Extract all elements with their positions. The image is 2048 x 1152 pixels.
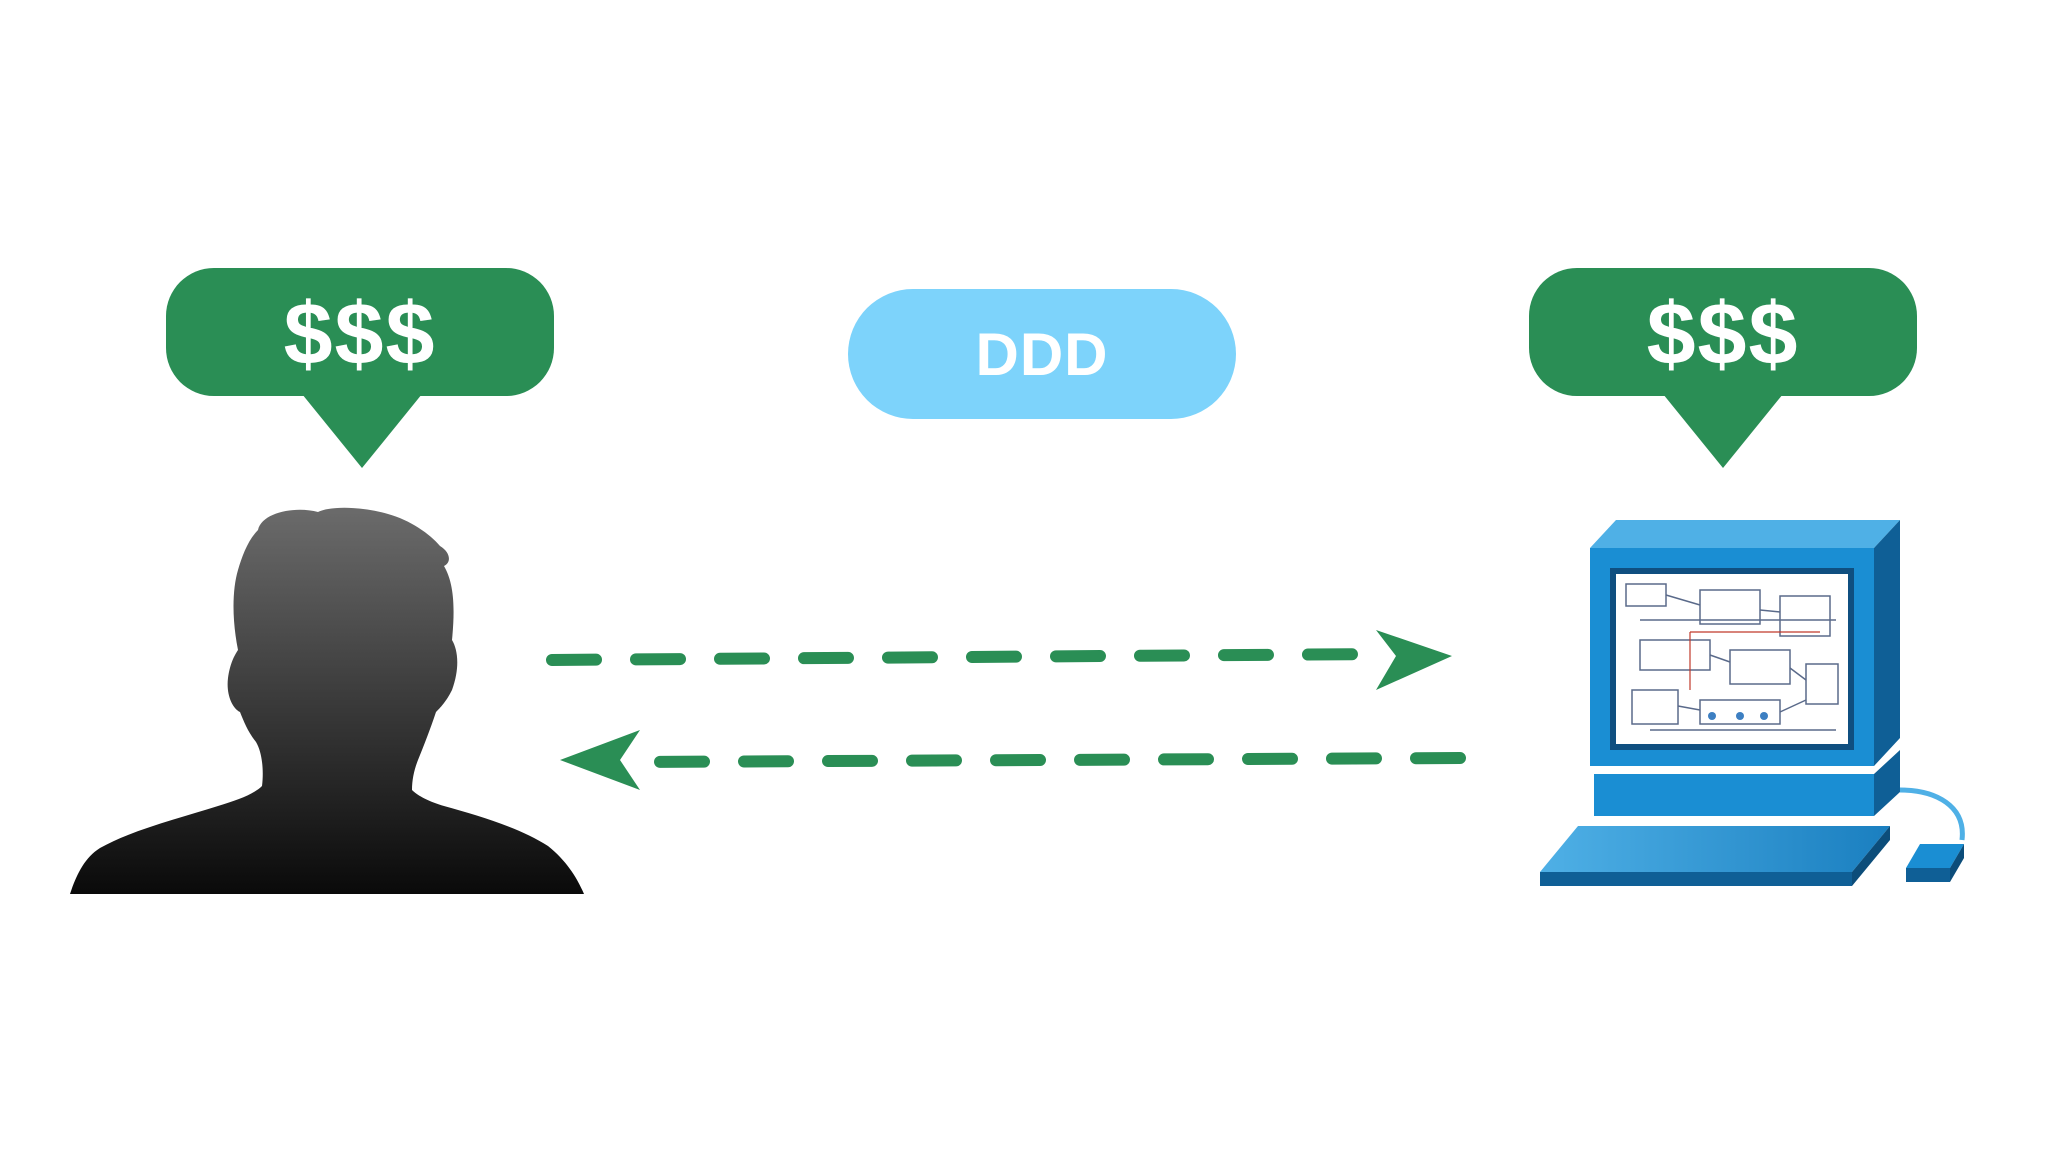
left-bubble-tail (302, 394, 422, 468)
right-money-bubble: $$$ (1529, 268, 1917, 396)
left-money-label: $$$ (283, 284, 437, 383)
right-money-label: $$$ (1646, 284, 1800, 383)
arrow-head-right-icon (1376, 630, 1452, 690)
arrow-to-computer (546, 630, 1452, 690)
right-bubble-tail (1663, 394, 1783, 468)
computer-workstation-icon (1540, 520, 1965, 886)
person-silhouette-icon (70, 507, 584, 894)
arrow-head-left-icon (560, 730, 640, 790)
left-money-bubble: $$$ (166, 268, 554, 396)
arrow-to-person (560, 730, 1466, 790)
center-pill-label: DDD (975, 320, 1109, 388)
center-pill: DDD (848, 289, 1236, 419)
